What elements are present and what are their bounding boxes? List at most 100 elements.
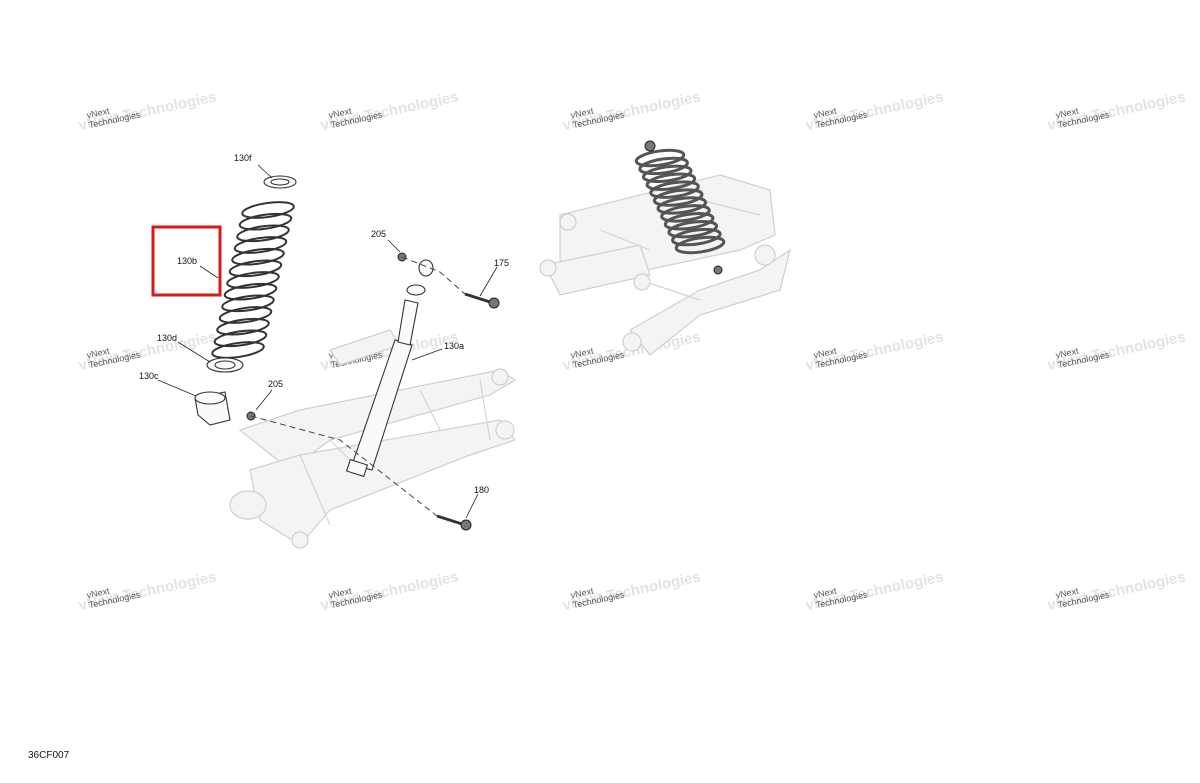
spring-coil xyxy=(241,201,295,219)
watermark-line1: vNext xyxy=(86,346,111,361)
adjuster-collar-top xyxy=(194,391,226,405)
assembled-bushing xyxy=(622,332,642,352)
leader-lines xyxy=(157,164,498,519)
axis-upper xyxy=(401,256,466,295)
watermark-line1: vNext xyxy=(1055,106,1080,121)
watermark-line1: vNext xyxy=(813,346,838,361)
spring-retainer-hole xyxy=(270,178,290,186)
spring-coil xyxy=(649,180,700,199)
leader-175 xyxy=(479,266,498,297)
callout-205-upper: 205 xyxy=(371,229,386,239)
watermark-line1: vNext xyxy=(570,586,595,601)
figure-id: 36CF007 xyxy=(28,750,70,761)
watermark-line1: vNext xyxy=(86,586,111,601)
shock-absorber xyxy=(345,259,434,478)
spring-coil xyxy=(238,212,293,231)
callout-130f: 130f xyxy=(234,153,252,163)
assembled-bushing xyxy=(754,244,776,266)
watermark-line1: vNext xyxy=(328,106,353,121)
assembled-lower-arm xyxy=(629,248,791,356)
spring-seat-washer-hole xyxy=(214,360,236,370)
watermark-line1: vNext xyxy=(328,586,353,601)
leader-180 xyxy=(465,493,479,519)
spring-coil xyxy=(671,227,722,247)
assembled-bushing xyxy=(633,273,651,291)
bolt-upper-head xyxy=(488,297,500,309)
assembled-bushing xyxy=(559,213,577,231)
watermark-line1: vNext xyxy=(570,346,595,361)
callout-130a: 130a xyxy=(444,341,464,351)
spring-coil xyxy=(634,148,686,168)
spring-coil xyxy=(218,306,273,324)
bolt-upper-shank xyxy=(464,292,491,304)
assembled-bushing xyxy=(539,259,557,277)
assembled-shock-spring xyxy=(634,148,726,255)
callout-180: 180 xyxy=(474,485,489,495)
leader-205-upper xyxy=(387,239,401,253)
spring-coil xyxy=(236,224,290,243)
highlight-box-130b xyxy=(151,225,222,297)
leader-130b xyxy=(199,265,219,279)
assembled-bottom-nut xyxy=(713,265,723,275)
coil-spring xyxy=(211,201,295,359)
axis-lower xyxy=(250,415,438,517)
watermark-line1: vNext xyxy=(1055,346,1080,361)
watermark-line1: vNext xyxy=(813,106,838,121)
spring-coil xyxy=(211,341,265,359)
watermark-line1: vNext xyxy=(1055,586,1080,601)
spring-coil xyxy=(641,164,693,184)
spindle-mount xyxy=(229,490,267,520)
a-arm-bushing xyxy=(291,531,309,549)
leader-130f xyxy=(257,164,273,179)
spring-coil xyxy=(638,156,689,176)
callout-130b: 130b xyxy=(177,256,197,266)
assembled-suspension-view xyxy=(539,140,791,356)
spring-coil xyxy=(674,235,726,255)
a-arm-lines xyxy=(299,379,491,526)
callout-175: 175 xyxy=(494,258,509,268)
a-arm-bushing xyxy=(491,368,509,386)
spring-coil xyxy=(226,271,280,289)
watermark-line1: vNext xyxy=(813,586,838,601)
spring-coil xyxy=(660,204,711,223)
shock-bottom-eye xyxy=(345,458,369,478)
callout-130c: 130c xyxy=(139,371,159,381)
shock-rod xyxy=(397,299,419,346)
watermark-line1: vNext xyxy=(86,106,111,121)
spring-coil xyxy=(233,236,288,254)
spring-coil xyxy=(667,219,719,239)
spring-coil xyxy=(221,294,275,313)
spring-coil xyxy=(216,317,270,336)
spring-coil xyxy=(663,212,715,231)
spring-coil xyxy=(645,172,697,191)
spring-coil xyxy=(231,247,285,266)
spring-coil xyxy=(652,188,704,207)
spring-coil xyxy=(213,329,268,348)
leader-205-lower xyxy=(255,389,273,411)
callout-labels: 130f 130b 130d 130c 205 205 175 130a 180 xyxy=(139,153,509,495)
leader-130a xyxy=(411,348,443,361)
leader-130d xyxy=(177,341,211,363)
leader-130c xyxy=(157,379,197,397)
callout-130d: 130d xyxy=(157,333,177,343)
spring-coil xyxy=(656,196,708,215)
watermark-line1: vNext xyxy=(570,106,595,121)
exploded-suspension-view xyxy=(194,175,517,549)
assembled-top-nut xyxy=(644,140,656,152)
spring-coil xyxy=(223,282,278,301)
shock-rod-cap xyxy=(406,284,426,296)
assembled-upper-arm xyxy=(544,244,651,296)
